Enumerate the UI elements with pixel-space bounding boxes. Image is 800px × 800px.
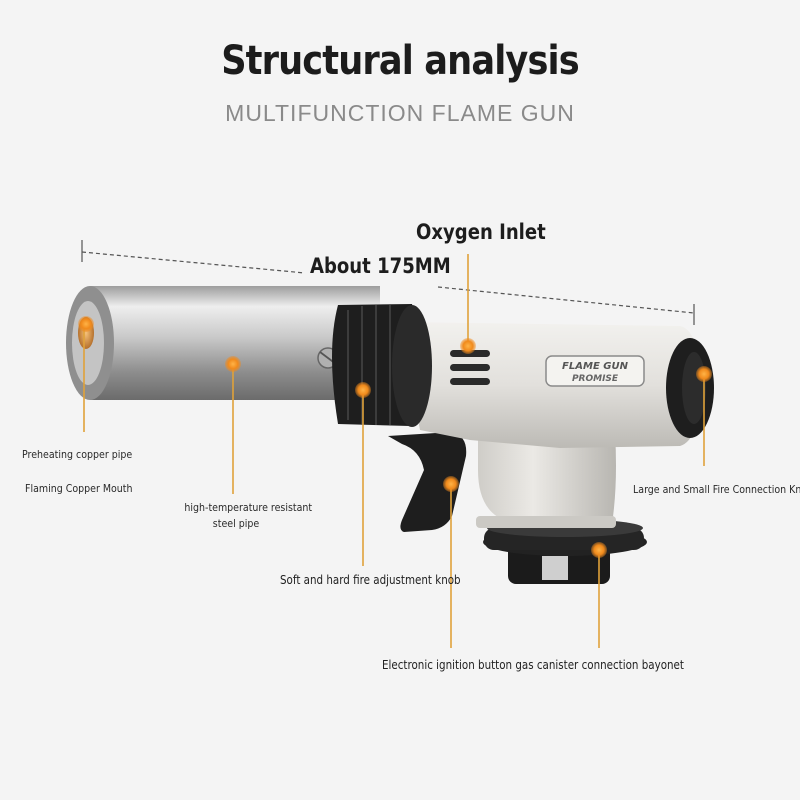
marker-adjustment-knob [355, 382, 371, 398]
label-preheating-pipe: Preheating copper pipe [22, 448, 133, 461]
page-title: Structural analysis [221, 38, 579, 84]
bayonet-base [483, 519, 647, 584]
label-connection-knob: Large and Small Fire Connection Knob [633, 483, 800, 496]
vent-slots [450, 350, 490, 385]
marker-bayonet [591, 542, 607, 558]
label-steel-pipe-line2: steel pipe [212, 517, 260, 530]
page-subtitle: MULTIFUNCTION FLAME GUN [225, 100, 575, 126]
label-dimension: About 175MM [310, 254, 451, 278]
marker-steel-pipe [225, 356, 241, 372]
label-ignition-bayonet: Electronic ignition button gas canister … [382, 658, 684, 672]
callout-markers [78, 316, 712, 558]
label-steel-pipe-line1: high-temperature resistant [184, 501, 313, 514]
brand-plate: FLAME GUN PROMISE [545, 355, 645, 387]
brand-plate-line1: FLAME GUN [562, 361, 629, 372]
leader-lines [83, 254, 705, 648]
dimension-line [81, 240, 695, 325]
label-oxygen-inlet: Oxygen Inlet [416, 220, 546, 244]
marker-ignition-button [443, 476, 459, 492]
ignition-trigger [388, 432, 467, 532]
marker-copper-mouth [78, 316, 94, 332]
adjustment-knob [332, 304, 432, 427]
brand-plate-line2: PROMISE [572, 374, 619, 384]
marker-oxygen-inlet [460, 338, 476, 354]
rear-connection-knob [666, 338, 714, 438]
label-adjustment-knob: Soft and hard fire adjustment knob [280, 573, 461, 587]
label-flaming-mouth: Flaming Copper Mouth [25, 482, 133, 495]
marker-connection-knob [696, 366, 712, 382]
